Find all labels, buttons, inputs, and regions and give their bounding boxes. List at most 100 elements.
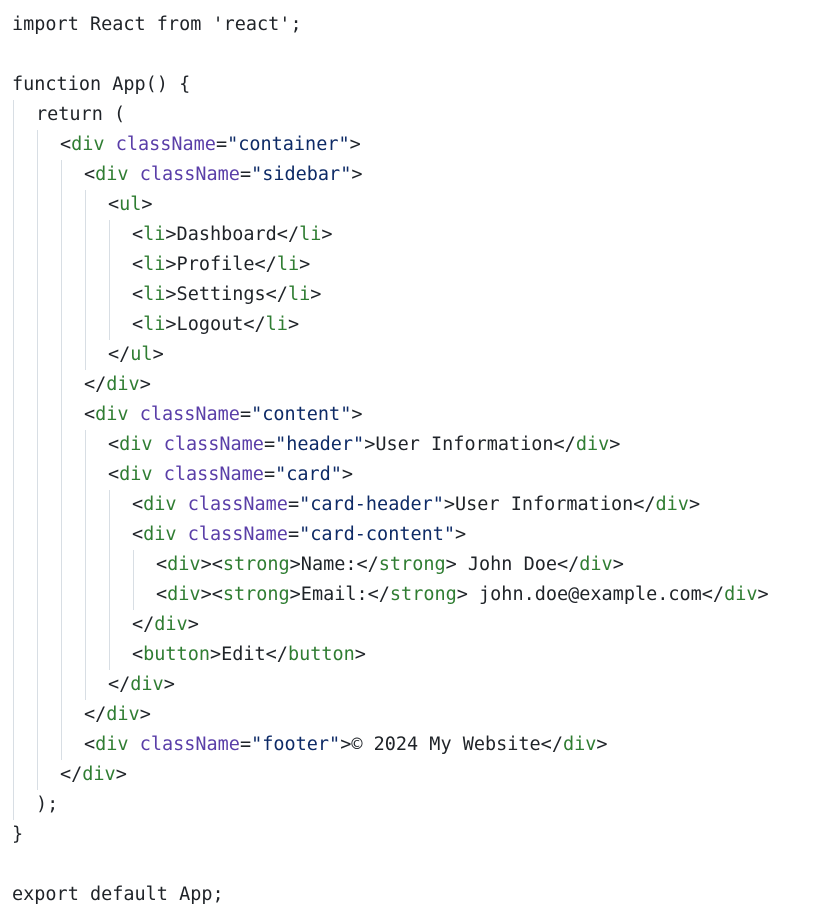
code-token-plain: </ (84, 704, 107, 725)
code-text: <li>Settings</li> (12, 284, 321, 305)
code-line[interactable] (12, 40, 830, 70)
code-text: } (12, 824, 23, 845)
code-token-plain: > (354, 644, 366, 665)
code-line[interactable]: <li>Profile</li> (12, 250, 830, 280)
code-token-str: "card" (275, 464, 342, 485)
code-token-plain: < (84, 404, 96, 425)
code-line[interactable]: <button>Edit</button> (12, 640, 830, 670)
code-token-tag: div (106, 374, 140, 395)
code-token-plain: > (115, 764, 127, 785)
code-line[interactable]: import React from 'react'; (12, 10, 830, 40)
code-line[interactable]: </div> (12, 670, 830, 700)
code-token-plain: > (139, 704, 151, 725)
code-token-plain: > (141, 194, 153, 215)
code-token-plain: > (341, 464, 354, 485)
code-token-tag: div (724, 584, 758, 605)
code-token-plain: > John Doe</ (445, 554, 580, 575)
code-token-plain: < (156, 554, 168, 575)
code-token-plain: > (351, 404, 363, 425)
code-token-plain: < (132, 254, 144, 275)
code-token-plain: < (132, 494, 144, 515)
code-line[interactable]: <ul> (12, 190, 830, 220)
code-line[interactable]: <li>Dashboard</li> (12, 220, 830, 250)
code-token-plain (105, 134, 116, 155)
code-text: <button>Edit</button> (12, 644, 366, 665)
code-token-plain: < (132, 524, 144, 545)
code-line[interactable]: <div><strong>Name:</strong> John Doe</di… (12, 550, 830, 580)
code-token-plain: ); (36, 794, 59, 815)
code-line[interactable]: return ( (12, 100, 830, 130)
code-token-attr: className (139, 734, 240, 755)
code-text: <li>Logout</li> (12, 314, 299, 335)
code-token-plain (129, 164, 140, 185)
code-line[interactable]: </div> (12, 610, 830, 640)
code-line[interactable]: <li>Logout</li> (12, 310, 830, 340)
code-text: <ul> (12, 194, 153, 215)
code-token-attr: className (139, 164, 240, 185)
code-token-plain: < (132, 314, 144, 335)
code-line[interactable]: export default App; (12, 880, 830, 910)
code-token-plain: >Email:</ (289, 584, 390, 605)
code-text: </div> (12, 764, 127, 785)
code-token-plain: >Logout</ (165, 314, 266, 335)
code-line[interactable]: <div><strong>Email:</strong> john.doe@ex… (12, 580, 830, 610)
code-token-tag: div (575, 434, 610, 455)
code-token-plain: < (156, 584, 168, 605)
code-token-plain: > (187, 614, 199, 635)
code-text: ); (12, 794, 58, 815)
code-editor[interactable]: import React from 'react'; function App()… (12, 10, 830, 920)
code-token-plain: > (349, 134, 361, 155)
code-token-plain: >Dashboard</ (165, 224, 300, 245)
code-text: return ( (12, 104, 125, 125)
code-line[interactable]: } (12, 820, 830, 850)
code-token-tag: li (287, 284, 311, 305)
code-token-plain: = (239, 404, 252, 425)
code-token-plain: >User Information</ (364, 434, 576, 455)
code-token-tag: strong (389, 584, 457, 605)
code-line[interactable]: <li>Settings</li> (12, 280, 830, 310)
code-text: import React from 'react'; (12, 14, 302, 35)
code-line[interactable]: <div className="content"> (12, 400, 830, 430)
code-line[interactable]: <div className="card-header">User Inform… (12, 490, 830, 520)
code-line[interactable]: <div className="container"> (12, 130, 830, 160)
code-token-tag: ul (119, 194, 142, 215)
code-token-plain: </ (108, 344, 131, 365)
code-token-tag: div (106, 704, 140, 725)
code-token-plain: > (609, 434, 621, 455)
code-token-tag: div (143, 524, 177, 545)
code-token-str: "card-content" (299, 524, 456, 545)
code-token-plain: < (84, 164, 96, 185)
code-token-plain: > (287, 314, 300, 335)
code-text: </div> (12, 614, 199, 635)
code-token-plain: > (596, 734, 608, 755)
code-line[interactable]: <div className="header">User Information… (12, 430, 830, 460)
code-token-plain: return ( (36, 104, 126, 125)
code-line[interactable]: <div className="footer">© 2024 My Websit… (12, 730, 830, 760)
code-token-plain: > (455, 524, 467, 545)
code-text: </div> (12, 674, 175, 695)
code-line[interactable]: </div> (12, 370, 830, 400)
code-text: </div> (12, 374, 151, 395)
code-token-str: "container" (227, 134, 350, 155)
code-token-plain: > (310, 284, 322, 305)
code-line[interactable]: <div className="card-content"> (12, 520, 830, 550)
code-line[interactable]: function App() { (12, 70, 830, 100)
code-token-attr: className (115, 134, 216, 155)
code-line[interactable]: </ul> (12, 340, 830, 370)
code-line[interactable]: <div className="sidebar"> (12, 160, 830, 190)
code-line[interactable]: </div> (12, 760, 830, 790)
code-token-tag: li (143, 284, 166, 305)
code-line[interactable] (12, 850, 830, 880)
code-line[interactable]: ); (12, 790, 830, 820)
code-token-tag: strong (222, 554, 290, 575)
code-token-plain: </ (108, 674, 131, 695)
code-token-attr: className (187, 494, 288, 515)
code-token-plain: } (12, 824, 24, 845)
code-line[interactable]: <div className="card"> (12, 460, 830, 490)
code-line[interactable]: </div> (12, 700, 830, 730)
code-token-plain: = (239, 734, 252, 755)
code-token-plain: = (287, 524, 300, 545)
code-token-tag: div (579, 554, 613, 575)
code-token-plain: < (132, 284, 144, 305)
code-text: <div className="card-content"> (12, 524, 466, 545)
